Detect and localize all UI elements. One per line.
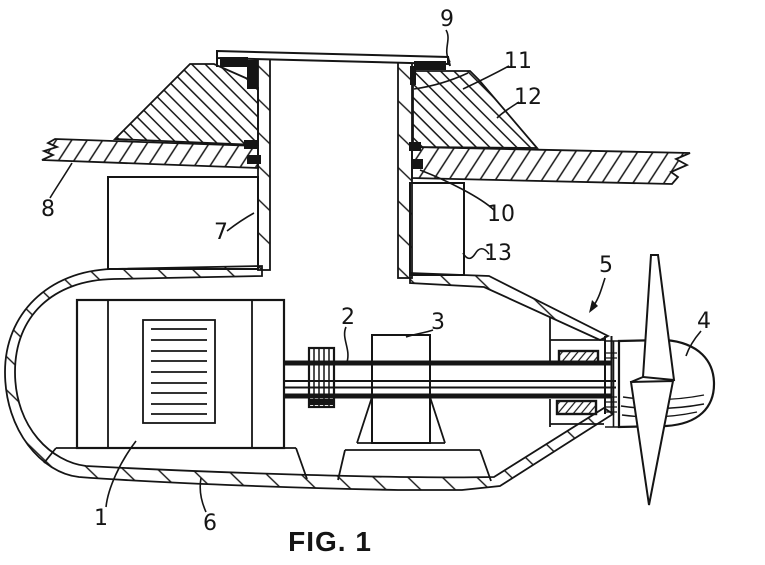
leader-9 bbox=[445, 29, 451, 63]
motor-winding-lines bbox=[151, 328, 207, 415]
leader-12 bbox=[496, 101, 520, 119]
stern-bulkhead bbox=[549, 317, 604, 427]
propeller-blade-lower bbox=[629, 379, 675, 506]
part-label-7: 7 bbox=[214, 220, 228, 245]
stern-bearing-upper bbox=[557, 349, 600, 366]
cover-and-seals bbox=[216, 49, 451, 169]
seal-top-left bbox=[220, 57, 248, 67]
stern-bearings bbox=[555, 349, 600, 416]
part-label-6: 6 bbox=[203, 511, 217, 536]
seal-bar-right bbox=[410, 66, 416, 85]
part-label-9: 9 bbox=[440, 7, 454, 32]
block-foot bbox=[356, 396, 446, 444]
clamp-cones bbox=[112, 63, 539, 149]
part-label-10: 10 bbox=[487, 202, 515, 227]
clamp-ring-joint-line bbox=[413, 72, 469, 90]
propeller-shaft bbox=[285, 360, 616, 399]
leader-13 bbox=[462, 247, 490, 260]
leader-lines bbox=[49, 29, 702, 513]
leader-10 bbox=[419, 169, 495, 211]
leader-7 bbox=[226, 212, 255, 232]
stern-bearing-lower bbox=[555, 399, 598, 416]
pod-end-plate bbox=[604, 336, 613, 414]
leader-4 bbox=[685, 330, 702, 357]
seal-left-plate-top bbox=[244, 140, 258, 149]
upper-gear-housings bbox=[107, 176, 465, 276]
part-label-4: 4 bbox=[697, 309, 711, 334]
part-label-12: 12 bbox=[514, 85, 542, 110]
propeller-blades bbox=[629, 254, 676, 506]
column-wall-right bbox=[397, 56, 413, 279]
mounting-column bbox=[257, 56, 413, 279]
part-label-1: 1 bbox=[94, 506, 108, 531]
leader-11 bbox=[462, 65, 510, 90]
part-label-3: 3 bbox=[431, 310, 445, 335]
left-housing-box-7 bbox=[107, 176, 259, 270]
ship-hull-plates bbox=[41, 138, 691, 185]
block-body bbox=[371, 334, 431, 444]
leader-5-arrowhead bbox=[589, 300, 598, 313]
coupling-lower-band bbox=[309, 399, 334, 405]
electric-motor bbox=[75, 298, 286, 450]
hull-plate-right bbox=[411, 146, 691, 185]
clamp-cone-left bbox=[112, 63, 259, 146]
seal-left-plate-bottom bbox=[247, 155, 261, 164]
propeller-blade-upper bbox=[641, 254, 676, 382]
leader-2 bbox=[343, 326, 349, 363]
part-label-2: 2 bbox=[341, 305, 355, 330]
part-label-8: 8 bbox=[41, 197, 55, 222]
leader-1 bbox=[105, 440, 137, 508]
leader-8 bbox=[49, 162, 73, 199]
seal-bar-left bbox=[247, 60, 258, 89]
seal-10 bbox=[411, 159, 423, 169]
part-label-11: 11 bbox=[504, 49, 532, 74]
right-housing-box-13 bbox=[409, 182, 465, 276]
thrust-block-bed bbox=[337, 449, 492, 482]
part-labels: 1 2 3 4 5 6 7 8 9 10 11 12 13 bbox=[41, 7, 711, 536]
part-label-5: 5 bbox=[599, 253, 613, 278]
thrust-bearing-block bbox=[356, 334, 446, 444]
seal-right-plate-top bbox=[409, 142, 421, 151]
seal-9 bbox=[414, 61, 446, 70]
part-label-13: 13 bbox=[484, 241, 512, 266]
leader-6 bbox=[199, 477, 207, 513]
leader-3 bbox=[405, 329, 434, 338]
clamp-cone-right bbox=[412, 70, 539, 149]
figure-caption: FIG. 1 bbox=[288, 526, 372, 557]
